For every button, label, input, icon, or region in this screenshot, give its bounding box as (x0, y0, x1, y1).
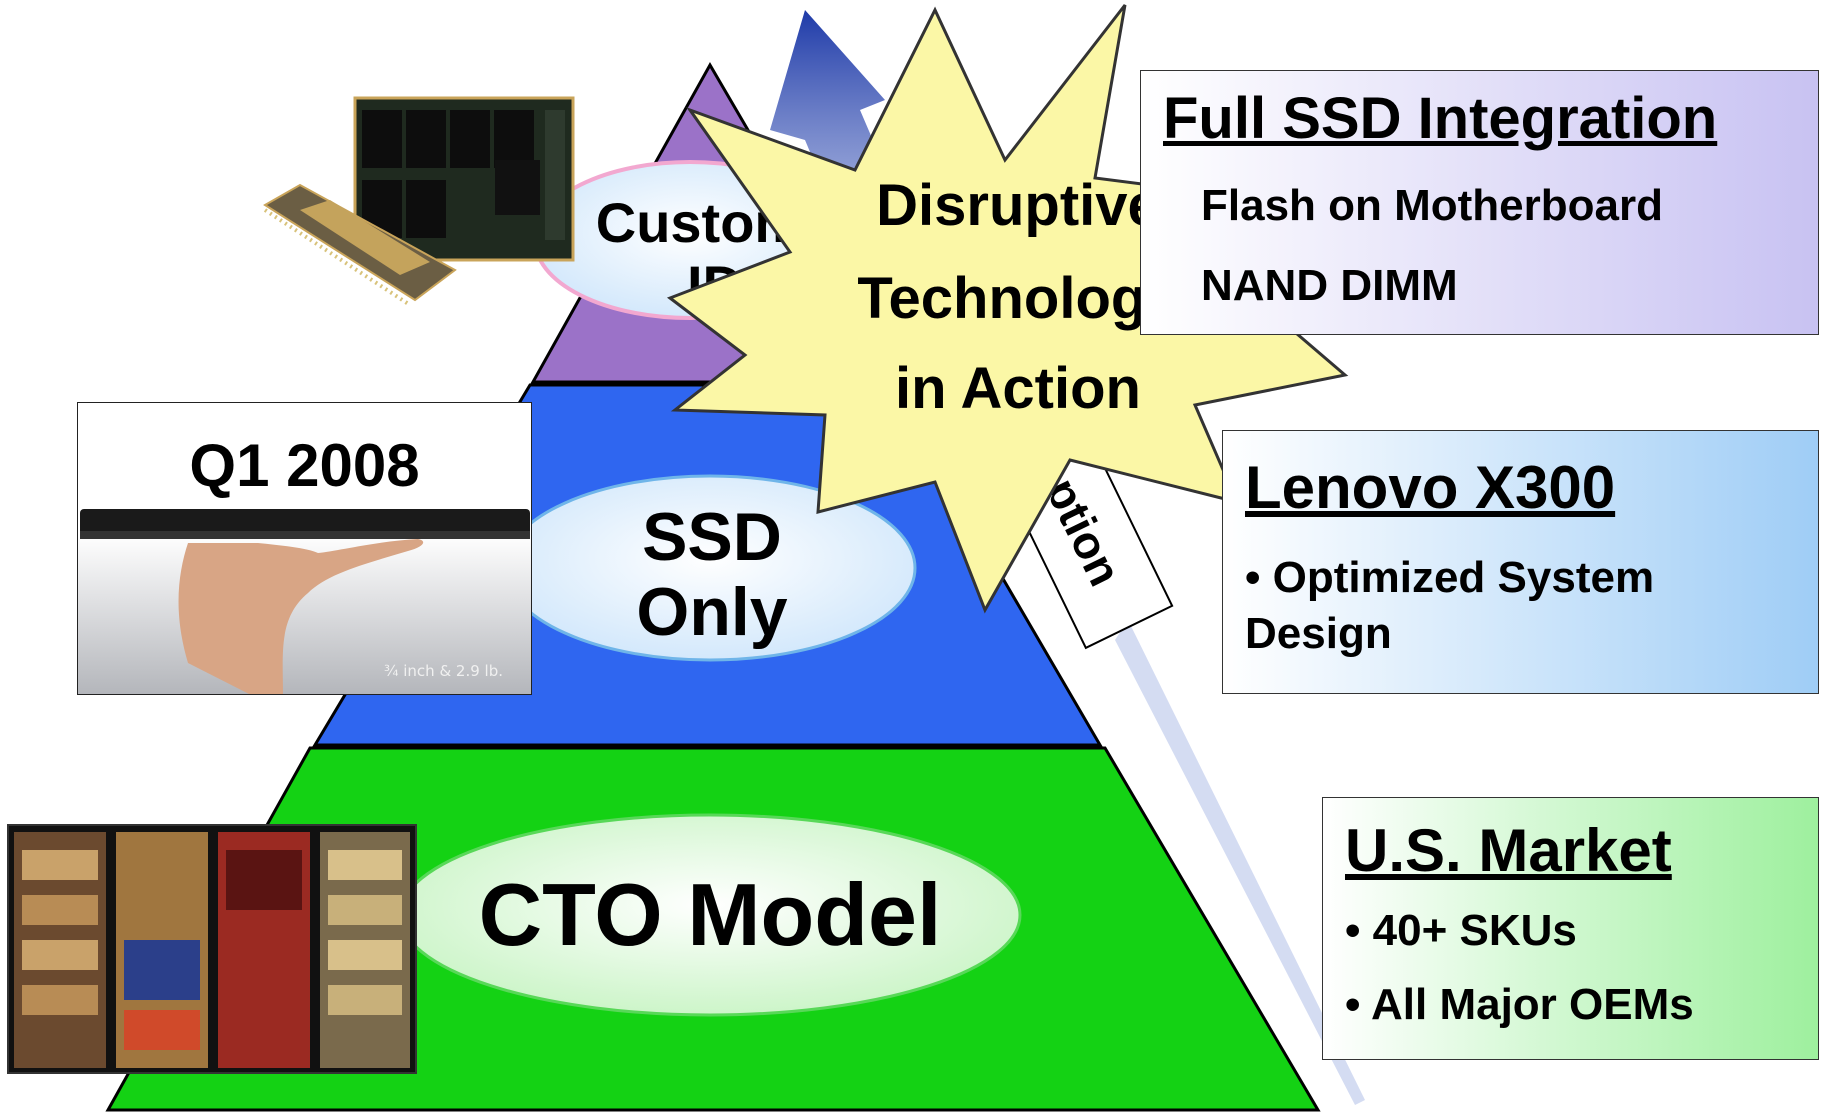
us-market-title: U.S. Market (1345, 817, 1672, 884)
laptop-photo: Q1 2008 ¾ inch & 2.9 lb. (77, 402, 532, 695)
laptop-photo-heading: Q1 2008 (189, 432, 420, 499)
starburst-line-2: Technology (857, 266, 1178, 331)
adoption-beam (1115, 620, 1365, 1105)
lenovo-x300-bullet-1: • Optimized System (1245, 553, 1655, 602)
level-label-cto: CTO Model (479, 865, 942, 964)
level-label-ssd-line1: SSD (642, 499, 782, 575)
laptop-hand-illustration (80, 509, 530, 694)
ssd-hardware-image (263, 96, 575, 307)
full-ssd-integration-title: Full SSD Integration (1163, 86, 1718, 151)
us-market-bullet-1: • 40+ SKUs (1345, 906, 1577, 955)
starburst-line-3: in Action (895, 356, 1141, 421)
full-ssd-integration-box: Full SSD Integration Flash on Motherboar… (1140, 70, 1819, 335)
level-label-ssd-line2: Only (636, 574, 787, 650)
us-market-bullet-2: • All Major OEMs (1345, 980, 1694, 1029)
lenovo-x300-bullet-2: Design (1245, 609, 1392, 658)
lenovo-x300-box: Lenovo X300 • Optimized System Design (1222, 430, 1819, 694)
full-ssd-bullet-1: Flash on Motherboard (1201, 181, 1663, 230)
lenovo-x300-title: Lenovo X300 (1245, 454, 1616, 521)
menu-board-image (7, 824, 417, 1074)
laptop-photo-caption: ¾ inch & 2.9 lb. (383, 662, 503, 680)
full-ssd-bullet-2: NAND DIMM (1201, 261, 1458, 310)
starburst-line-1: Disruptive (876, 173, 1160, 238)
us-market-box: U.S. Market • 40+ SKUs • All Major OEMs (1322, 797, 1819, 1060)
